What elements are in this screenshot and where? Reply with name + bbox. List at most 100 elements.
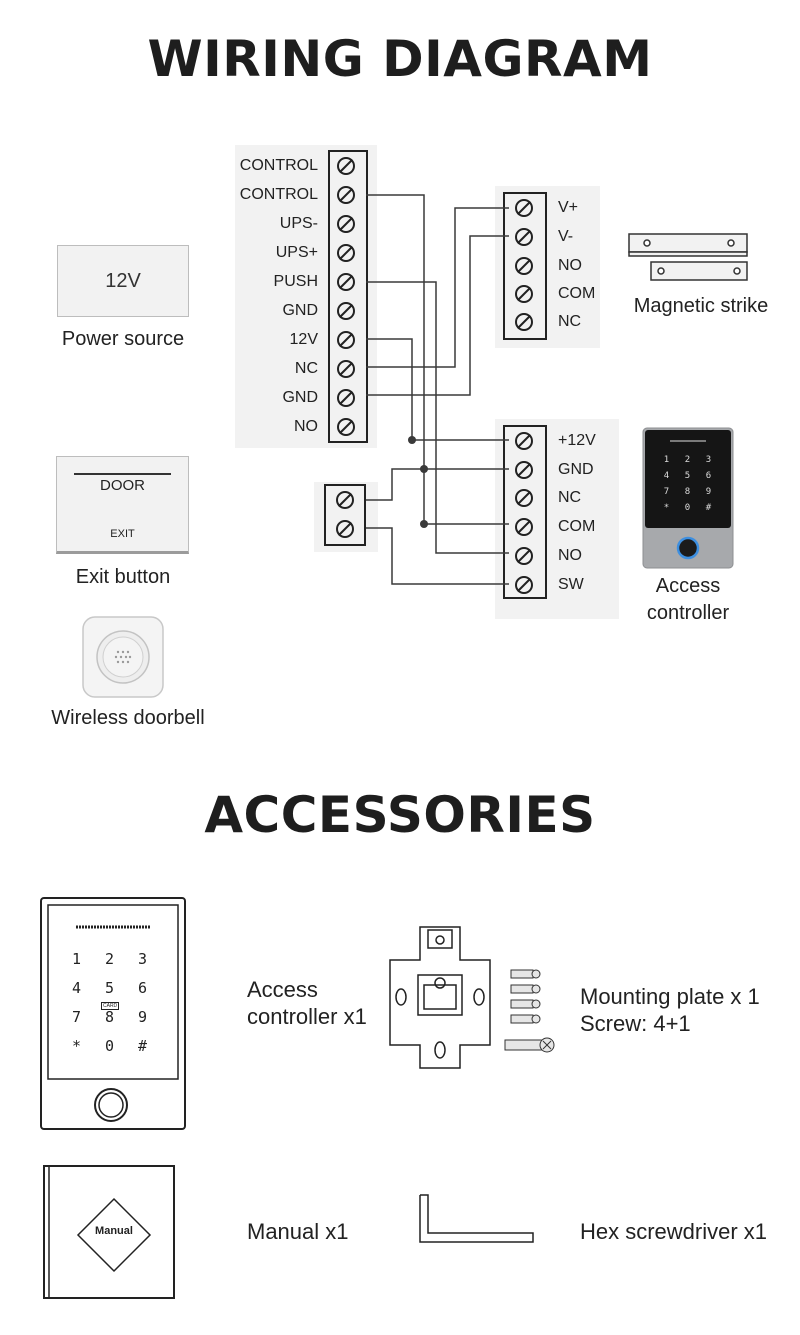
access-controller-keypad: 1 2 3 4 5 6 7 8 9 * 0 # [656,455,720,523]
terminal-screw [515,285,533,303]
lock-terminal-strip [503,192,547,340]
screws-drawing [504,969,555,1053]
access-controller-caption-line2: controller [646,602,730,624]
hex-screwdriver-drawing [419,1194,534,1243]
exit-text: EXIT [110,528,135,540]
key-9: 9 [137,1008,148,1026]
access-controller-device-drawing [642,427,734,569]
manual-cover-text: Manual [95,1225,133,1237]
terminal-screw [336,520,354,538]
terminal-screw [337,302,355,320]
terminal-label-gnd-1: GND [282,302,318,319]
key-0: 0 [684,503,691,513]
exit-button-caption: Exit button [75,566,171,588]
key-star: * [71,1037,82,1055]
key-7: 7 [71,1008,82,1026]
key-1: 1 [663,455,670,465]
mounting-plate-drawing [389,926,491,1069]
power-source-caption: Power source [61,328,185,350]
manual-label: Manual x1 [247,1219,349,1244]
terminal-label-v-minus: V- [558,228,574,245]
terminal-label-access-com: COM [558,518,596,535]
accessory-access-controller-line1: Access [247,977,318,1002]
terminal-screw [337,418,355,436]
manual-drawing [43,1165,175,1299]
access-terminal-strip [503,425,547,599]
key-5: 5 [684,471,691,481]
terminal-label-push: PUSH [273,273,318,290]
key-7: 7 [663,487,670,497]
wiring-diagram-title: WIRING DIAGRAM [147,30,653,88]
key-hash: # [705,503,712,513]
terminal-screw [515,547,533,565]
terminal-screw [337,331,355,349]
terminal-screw [336,491,354,509]
main-terminal-strip [328,150,368,443]
terminal-label-control-1: CONTROL [239,157,318,174]
terminal-screw [337,360,355,378]
key-3: 3 [137,950,148,968]
terminal-screw [515,228,533,246]
terminal-screw [515,313,533,331]
terminal-screw [337,244,355,262]
accessory-keypad: 1 2 3 4 5 6 7 8 9 * 0 # [60,950,164,1065]
terminal-screw [515,199,533,217]
accessory-access-controller-line2: controller x1 [247,1004,367,1029]
key-hash: # [137,1037,148,1055]
terminal-screw [515,257,533,275]
terminal-label-lock-nc: NC [558,313,582,330]
power-source-box: 12V [57,245,189,317]
terminal-label-lock-com: COM [558,285,596,302]
exit-button-panel: DOOR EXIT [56,456,189,554]
terminal-label-v-plus: V+ [558,199,579,216]
terminal-label-12v: 12V [289,331,318,348]
terminal-screw [515,489,533,507]
terminal-label-control-2: CONTROL [239,186,318,203]
terminal-screw [337,215,355,233]
terminal-screw [515,576,533,594]
mounting-plate-label: Mounting plate x 1 [580,984,760,1009]
terminal-screw [337,273,355,291]
terminal-screw [515,518,533,536]
door-line [74,473,171,475]
terminal-label-sw: SW [558,576,584,593]
key-8: 8 [104,1008,115,1026]
terminal-label-nc: NC [294,360,318,377]
accessories-title: ACCESSORIES [204,786,596,844]
terminal-screw [337,157,355,175]
terminal-label-lock-no: NO [558,257,582,274]
terminal-screw [337,389,355,407]
doorbell-caption: Wireless doorbell [51,707,205,729]
terminal-screw [515,461,533,479]
key-8: 8 [684,487,691,497]
terminal-screw [337,186,355,204]
key-9: 9 [705,487,712,497]
screw-count-label: Screw: 4+1 [580,1011,691,1036]
key-4: 4 [663,471,670,481]
key-1: 1 [71,950,82,968]
terminal-label-ups-plus: UPS+ [275,244,318,261]
terminal-label-no: NO [294,418,318,435]
key-4: 4 [71,979,82,997]
key-3: 3 [705,455,712,465]
key-6: 6 [705,471,712,481]
terminal-label-ups-minus: UPS- [279,215,318,232]
door-text: DOOR [100,477,145,494]
doorbell-drawing [82,616,164,698]
key-6: 6 [137,979,148,997]
doorbell-terminal-strip [324,484,366,546]
terminal-label-gnd-2: GND [282,389,318,406]
magnetic-strike-drawing [628,233,748,281]
key-5: 5 [104,979,115,997]
key-2: 2 [684,455,691,465]
key-0: 0 [104,1037,115,1055]
terminal-label-access-gnd: GND [558,461,594,478]
terminal-label-access-no: NO [558,547,582,564]
accessory-access-controller-drawing [40,897,186,1130]
hex-screwdriver-label: Hex screwdriver x1 [580,1219,768,1244]
key-star: * [663,503,670,513]
terminal-label-plus-12v: +12V [558,432,596,449]
lock-terminal-block [495,186,600,348]
card-badge: CARD [101,1002,120,1010]
